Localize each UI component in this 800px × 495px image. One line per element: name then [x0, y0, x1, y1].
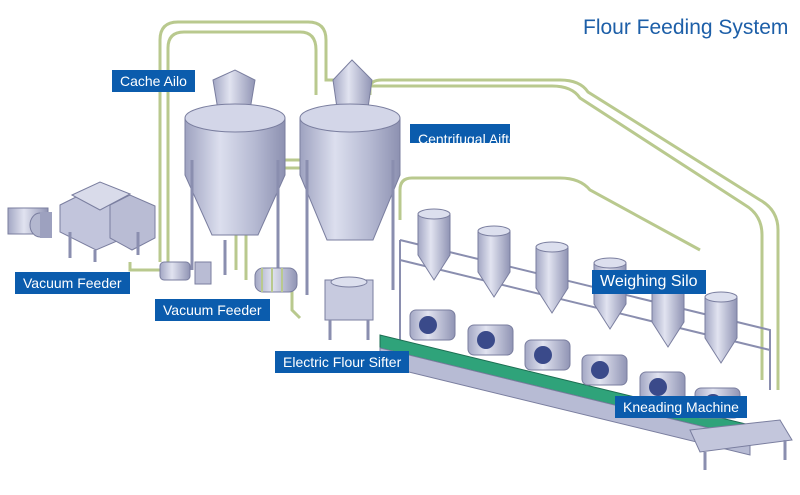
cache-silo-left [184, 69, 286, 275]
vacuum-feeder-left-machine [7, 181, 156, 262]
weighing-silo [417, 208, 451, 281]
label-vacuum-feeder-center: Vacuum Feeder [155, 299, 270, 321]
weighing-silo [535, 241, 569, 314]
kneading-machine [467, 324, 514, 356]
weighing-silo [704, 291, 738, 364]
kneading-machine [524, 339, 571, 371]
kneading-machine [581, 354, 628, 386]
label-centrifugal-sifter: Centrifugal Aifter [410, 124, 510, 143]
weighing-silo [477, 225, 511, 298]
diagram-title: Flour Feeding System [583, 16, 789, 39]
outfeed-conveyor [689, 419, 793, 470]
electric-flour-sifter-machine [324, 276, 374, 340]
label-weighing-silo: Weighing Silo [592, 270, 706, 294]
label-kneading-machine: Kneading Machine [615, 396, 747, 418]
vacuum-feeder-center-machine [159, 261, 212, 285]
centrifugal-sifter-machine [254, 267, 298, 293]
label-electric-flour-sifter: Electric Flour Sifter [275, 351, 410, 373]
cache-silo-right [299, 59, 401, 295]
kneading-machine [409, 309, 456, 341]
label-vacuum-feeder-left: Vacuum Feeder [15, 272, 130, 294]
label-cache-silo: Cache Ailo [112, 70, 195, 92]
